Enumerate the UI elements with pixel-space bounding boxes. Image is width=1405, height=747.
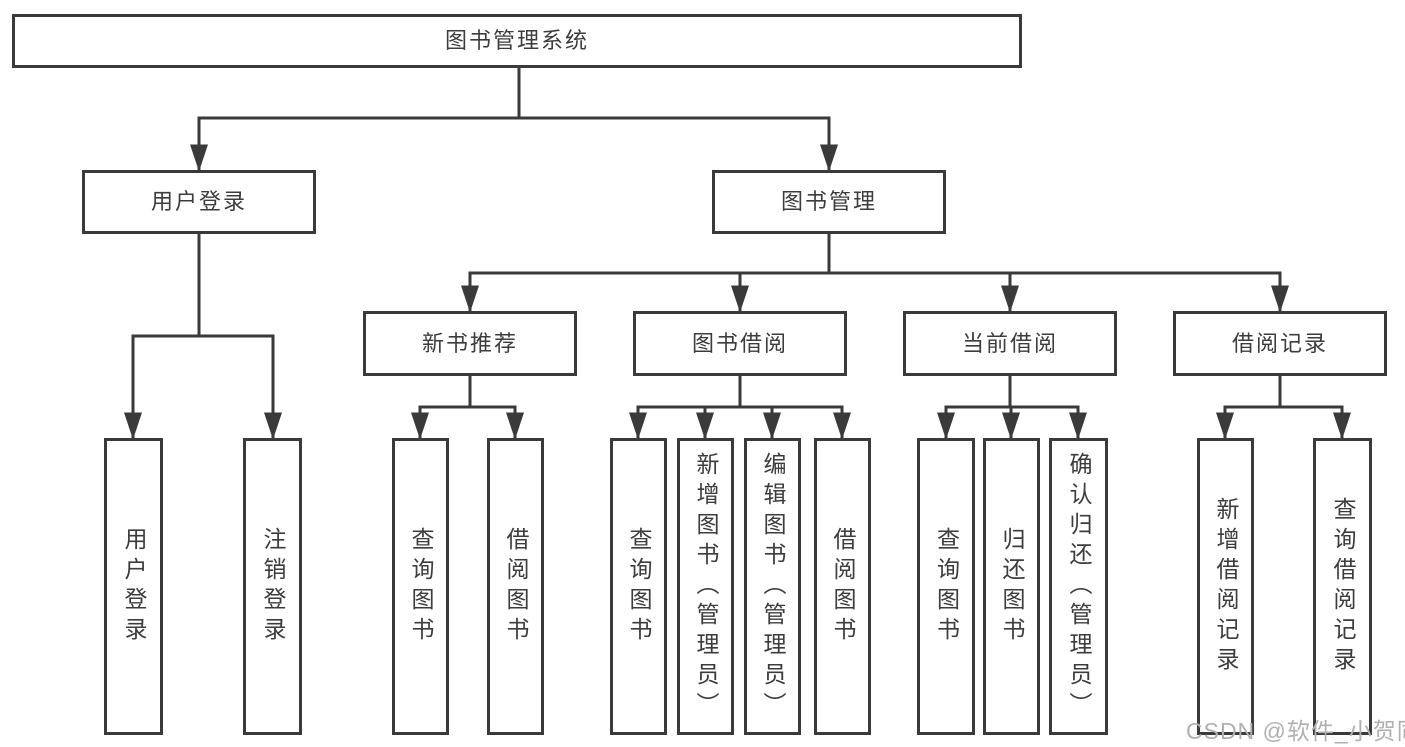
node-label: 图书管理 (780, 189, 877, 214)
leaf-current-query-books: 查询图书 (917, 438, 975, 735)
node-label: 新增借阅记录 (1213, 496, 1239, 677)
node-label: 图书借阅 (691, 330, 788, 356)
node-label: 借阅图书 (830, 526, 856, 647)
node-label: 用户登录 (150, 189, 247, 214)
leaf-current-return-books: 归还图书 (983, 438, 1040, 735)
leaf-records-query-record: 查询借阅记录 (1313, 438, 1372, 735)
leaf-logout: 注销登录 (243, 438, 302, 735)
connector-group-user-login (124, 232, 282, 440)
leaf-borrow-add-books-admin: 新增图书（管理员） (677, 438, 734, 735)
node-label: 注销登录 (260, 526, 286, 647)
connector-group-borrow-records (1216, 374, 1351, 440)
node-label: 查询图书 (626, 526, 652, 647)
leaf-recommend-borrow-books: 借阅图书 (487, 438, 544, 735)
leaf-records-add-record: 新增借阅记录 (1197, 438, 1254, 735)
connector-group-new-book-recommend (411, 374, 524, 440)
leaf-borrow-query-books: 查询图书 (610, 438, 667, 735)
node-current-borrow: 当前借阅 (903, 311, 1117, 376)
node-book-management: 图书管理 (712, 170, 946, 234)
leaf-borrow-borrow-books: 借阅图书 (814, 438, 871, 735)
leaf-borrow-edit-books-admin: 编辑图书（管理员） (744, 438, 801, 735)
connector-group-current-borrow (937, 374, 1087, 440)
connector-group-book-management (461, 232, 1289, 313)
node-label: 查询图书 (933, 526, 960, 647)
node-root: 图书管理系统 (12, 14, 1022, 68)
node-label: 借阅记录 (1231, 330, 1328, 356)
node-book-borrow: 图书借阅 (633, 311, 847, 376)
node-label: 用户登录 (121, 526, 147, 647)
node-label: 查询图书 (408, 526, 434, 647)
node-label: 新增图书（管理员） (693, 451, 719, 722)
node-borrow-records: 借阅记录 (1173, 311, 1387, 376)
node-label: 确认归还（管理员） (1066, 451, 1092, 722)
leaf-user-login: 用户登录 (104, 438, 163, 735)
node-label: 归还图书 (999, 526, 1025, 647)
node-label: 新书推荐 (421, 330, 518, 356)
connector-group-book-borrow (629, 374, 851, 440)
node-label: 编辑图书（管理员） (760, 451, 786, 722)
node-label: 借阅图书 (503, 526, 529, 647)
leaf-recommend-query-books: 查询图书 (392, 438, 449, 735)
watermark-text: CSDN @软件_小贺同学 (1186, 718, 1405, 744)
node-label: 当前借阅 (961, 330, 1058, 356)
node-label: 查询借阅记录 (1330, 496, 1356, 677)
node-label: 图书管理系统 (444, 28, 589, 53)
node-user-login: 用户登录 (82, 170, 316, 234)
connector-group-root (190, 65, 838, 172)
node-new-book-recommend: 新书推荐 (363, 311, 577, 376)
leaf-current-confirm-return-admin: 确认归还（管理员） (1049, 438, 1108, 735)
